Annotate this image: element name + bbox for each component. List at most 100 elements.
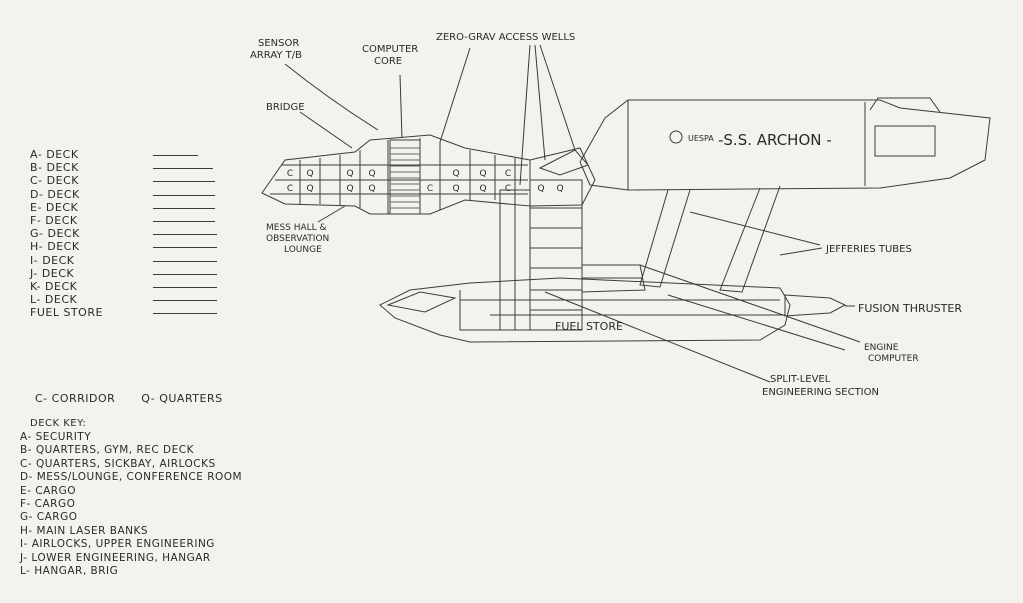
corridor-label: C — [505, 184, 511, 194]
deck-legend-line — [153, 234, 217, 236]
deck-legend-line — [153, 220, 215, 222]
deck-legend-label: A- DECK — [30, 148, 79, 161]
callout-labels: SENSOR ARRAY T/B COMPUTER CORE ZERO-GRAV… — [250, 32, 962, 398]
deck-legend-label: F- DECK — [30, 213, 78, 227]
corridor-label: C — [427, 184, 433, 194]
deck-legend-row: H- DECK — [30, 240, 230, 253]
deck-legend-line — [153, 273, 217, 275]
deck-legend-row: C- DECK — [30, 174, 230, 187]
split-level-engineering-label: ENGINEERING SECTION — [762, 387, 879, 398]
deck-key-item: I- AIRLOCKS, UPPER ENGINEERING — [20, 538, 215, 551]
quarters-label: Q — [452, 184, 459, 194]
quarters-label: Q — [306, 169, 313, 179]
nacelle-window — [874, 125, 936, 157]
deck-legend-line — [153, 181, 215, 183]
jefferies-tubes-label: JEFFERIES TUBES — [825, 244, 912, 255]
deck-key-item: B- QUARTERS, GYM, REC DECK — [20, 444, 194, 457]
deck-key-item: E- CARGO — [20, 484, 76, 497]
deck-legend-line — [153, 286, 217, 288]
deck-legend-label: FUEL STORE — [30, 306, 103, 320]
mess-hall-label: OBSERVATION — [266, 234, 329, 244]
quarters-abbreviation: Q- QUARTERS — [141, 392, 223, 405]
callout-pointers — [284, 44, 861, 383]
quarters-label: Q — [556, 184, 563, 194]
deck-legend-row: FUEL STORE — [30, 306, 230, 319]
deck-legend-label: D- DECK — [30, 187, 80, 201]
ship-name: -S.S. ARCHON - — [718, 131, 832, 149]
compartment-labels: C Q Q Q Q Q C C Q Q Q C Q Q C Q Q — [287, 169, 564, 194]
fuel-store-label: FUEL STORE — [555, 320, 623, 333]
sensor-array-label: ARRAY T/B — [250, 50, 302, 61]
deck-legend-line — [153, 247, 217, 249]
corridor-label: C — [287, 169, 293, 179]
deck-key-item: G- CARGO — [20, 511, 78, 524]
nose-cone — [386, 291, 457, 313]
zero-grav-access-wells-label: ZERO-GRAV ACCESS WELLS — [436, 32, 575, 43]
deck-key-item: A- SECURITY — [20, 431, 92, 443]
deck-key-item: L- HANGAR, BRIG — [20, 564, 119, 577]
computer-core — [389, 139, 421, 215]
deck-legend-label: J- DECK — [30, 266, 75, 280]
deck-key-item: D- MESS/LOUNGE, CONFERENCE ROOM — [20, 471, 243, 484]
engineering-bay — [459, 290, 501, 331]
fusion-thruster-label: FUSION THRUSTER — [858, 302, 962, 315]
corridor-label: C — [287, 184, 293, 194]
pylon-aft — [719, 185, 781, 293]
uespa-insignia — [669, 130, 683, 144]
deck-legend-line — [153, 155, 198, 156]
deck-legend-line — [153, 207, 215, 209]
deck-legend-line — [153, 194, 215, 196]
deck-legend-label: G- DECK — [30, 227, 80, 241]
deck-legend-row: J- DECK — [30, 267, 230, 280]
engine-computer-label: ENGINE — [864, 343, 899, 353]
nacelle-hull — [579, 99, 991, 191]
deck-legend-line — [153, 300, 217, 302]
computer-core-label: CORE — [374, 56, 402, 67]
quarters-label: Q — [306, 184, 313, 194]
deck-key-item: J- LOWER ENGINEERING, HANGAR — [20, 551, 211, 564]
jefferies-tube-pointer — [779, 247, 823, 256]
quarters-label: Q — [346, 184, 353, 194]
split-level-engineering-label: SPLIT-LEVEL — [770, 374, 831, 385]
deck-legend-row: D- DECK — [30, 188, 230, 201]
deck-legend-line — [153, 168, 213, 170]
deck-key-item: C- QUARTERS, SICKBAY, AIRLOCKS — [20, 457, 216, 470]
deck-key-item: H- MAIN LASER BANKS — [20, 524, 149, 537]
quarters-label: Q — [479, 169, 486, 179]
neck-decks — [530, 207, 582, 311]
deck-legend-row: E- DECK — [30, 201, 230, 214]
computer-core-hatching — [390, 147, 420, 209]
neck-column — [529, 179, 583, 331]
deck-key-item: F- CARGO — [20, 497, 76, 510]
abbreviation-key: C- CORRIDOR Q- QUARTERS — [35, 392, 245, 405]
quarters-label: Q — [537, 184, 544, 194]
deck-legend-row: B- DECK — [30, 161, 230, 174]
corridor-label: C — [505, 169, 511, 179]
deck-legend-row: K- DECK — [30, 280, 230, 293]
pylon-forward — [639, 189, 691, 288]
mess-hall-label: LOUNGE — [284, 245, 322, 255]
deck-legend-label: C- DECK — [30, 174, 79, 188]
deck-legend-row: L- DECK — [30, 293, 230, 306]
deck-key: DECK KEY: A- SECURITY B- QUARTERS, GYM, … — [20, 418, 242, 578]
deck-legend-label: E- DECK — [30, 200, 79, 214]
deck-key-title: DECK KEY: — [30, 418, 87, 429]
split-level-engineering — [581, 264, 646, 293]
deck-legend-row: I- DECK — [30, 254, 230, 267]
dorsal-connector-cap — [538, 149, 589, 176]
deck-legend-label: B- DECK — [30, 161, 79, 175]
deck-legend-label: H- DECK — [30, 240, 80, 254]
quarters-label: Q — [479, 184, 486, 194]
jefferies-tube-pointer — [689, 211, 821, 246]
fusion-thruster — [784, 294, 847, 317]
dorsal-connector — [529, 147, 596, 207]
quarters-label: Q — [368, 184, 375, 194]
uespa-label: UESPA — [688, 134, 714, 143]
corridor-abbreviation: C- CORRIDOR — [35, 392, 116, 405]
deck-legend-label: K- DECK — [30, 279, 78, 293]
deck-legend-row: A- DECK — [30, 148, 230, 161]
deck-legend-label: I- DECK — [30, 253, 75, 267]
engine-computer-label: COMPUTER — [868, 354, 919, 364]
deck-legend-row: F- DECK — [30, 214, 230, 227]
